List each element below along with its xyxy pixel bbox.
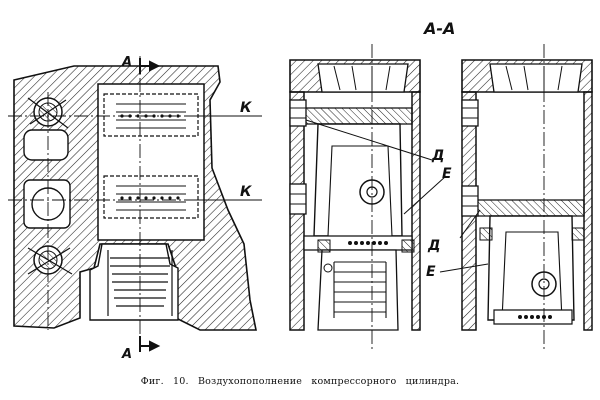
callout-e-upper: Е xyxy=(442,166,452,182)
figure-caption: Фиг. 10. Воздухопополнение компрессорног… xyxy=(140,376,460,387)
port-window xyxy=(103,175,199,219)
cut-label-top: А xyxy=(121,55,132,70)
bolt-icon xyxy=(27,97,69,129)
callout-d-upper: Д xyxy=(431,148,444,164)
ring-detail-icon xyxy=(479,227,585,241)
port-window xyxy=(103,93,199,137)
callout-k-upper: К xyxy=(240,100,252,116)
section-label: А-А xyxy=(422,19,455,38)
left-view-cylinder: А А К К xyxy=(8,55,262,362)
section-view-middle: Д Е xyxy=(289,44,452,350)
cut-label-bottom: А xyxy=(121,347,132,362)
ring-detail-icon xyxy=(317,239,415,273)
wrist-pin xyxy=(531,271,557,297)
section-cut-mark xyxy=(139,58,161,352)
callout-e-lower: Е xyxy=(426,264,436,280)
section-view-right: Д Е xyxy=(426,44,593,350)
callout-k-lower: К xyxy=(240,184,252,200)
callout-d-lower: Д xyxy=(427,238,440,254)
